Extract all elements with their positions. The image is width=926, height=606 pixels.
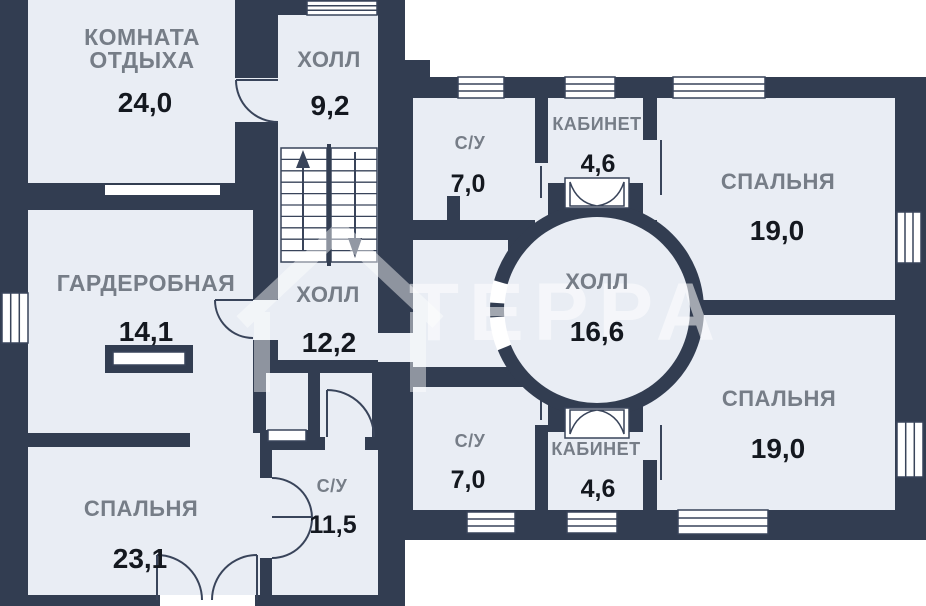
entry-opening — [160, 595, 255, 606]
door-arc — [326, 389, 375, 438]
doorway-closet — [325, 437, 365, 450]
wall-niche — [105, 185, 220, 195]
room-name-label: КОМНАТА — [84, 24, 200, 50]
wardrobe-cabinet — [105, 345, 193, 373]
room-area-label: 4,6 — [581, 150, 616, 178]
room-wardrobe — [28, 210, 253, 433]
room-name-label: СПАЛЬНЯ — [722, 386, 836, 411]
window — [896, 211, 922, 264]
room-area-label: 24,0 — [118, 87, 173, 118]
ring-opening — [489, 280, 509, 304]
room-name-label: СПАЛЬНЯ — [721, 169, 835, 194]
window — [566, 511, 618, 534]
room-bath-left — [272, 450, 378, 595]
room-area-label: 19,0 — [751, 433, 806, 464]
window — [564, 76, 616, 99]
room-bedroom-top-right — [657, 98, 895, 300]
interior-walls — [447, 196, 895, 315]
room-name-label: ХОЛЛ — [565, 269, 629, 294]
room-name-label: С/У — [317, 476, 348, 496]
room-name-label: КАБИНЕТ — [551, 439, 640, 459]
doorway-wardrobe — [253, 300, 278, 340]
room-name-label: СПАЛЬНЯ — [84, 496, 198, 521]
room-name-label: С/У — [455, 133, 486, 153]
doorway-bedroom-top — [643, 140, 657, 220]
room-area-label: 4,6 — [581, 475, 616, 503]
room-area-label: 7,0 — [451, 170, 486, 198]
window — [466, 511, 516, 534]
double-door-arc — [271, 477, 313, 559]
opening-hall-corridor — [378, 333, 413, 362]
window — [672, 76, 766, 99]
room-area-label: 11,5 — [309, 511, 356, 539]
closet-left — [266, 373, 308, 430]
doorway-lounge — [235, 78, 278, 122]
doorway-bedroom-bottom — [643, 390, 657, 460]
folding-door-bottom — [564, 407, 630, 439]
doors — [156, 79, 662, 601]
room-area-label: 16,6 — [570, 316, 625, 347]
room-name-label: ОТДЫХА — [89, 47, 194, 73]
room-study-top — [548, 98, 643, 183]
stair-stringer — [327, 144, 331, 266]
house-icon — [236, 219, 444, 392]
room-name-label: КАБИНЕТ — [552, 114, 641, 134]
passage-wardrobe-bedroom — [190, 433, 260, 447]
room-bath-bottom — [413, 387, 535, 510]
window — [306, 0, 378, 16]
entry-double-door — [156, 554, 258, 601]
stairs-down-arrow — [348, 152, 362, 258]
room-area-label: 14,1 — [119, 316, 174, 347]
room-area-label: 23,1 — [113, 543, 168, 574]
room-name-label: ГАРДЕРОБНАЯ — [57, 270, 236, 296]
room-bath-top — [413, 98, 535, 220]
room-area-label: 9,2 — [311, 90, 350, 121]
stairs-up-arrow — [296, 150, 310, 250]
room-area-label: 12,2 — [302, 327, 357, 358]
bedroom-divider-wall — [690, 300, 895, 315]
room-labels: КОМНАТА ОТДЫХА 24,0 ХОЛЛ 9,2 ГАРДЕРОБНАЯ… — [57, 24, 836, 574]
door-arc — [235, 79, 279, 123]
folding-door-top — [564, 177, 630, 209]
staircase — [280, 144, 378, 266]
threshold — [267, 429, 307, 442]
round-hall-ring — [489, 203, 704, 417]
room-study-bottom — [548, 432, 643, 510]
ring-opening — [489, 316, 512, 351]
room-area-label: 19,0 — [750, 215, 805, 246]
window — [457, 76, 505, 99]
room-name-label: С/У — [455, 431, 486, 451]
closet-right — [320, 373, 372, 437]
windows — [1, 0, 924, 535]
watermark-text: ТЕРРА — [409, 267, 725, 358]
room-area-label: 7,0 — [451, 466, 486, 494]
room-lounge — [28, 0, 235, 183]
room-name-label: ХОЛЛ — [297, 47, 361, 72]
door-arc — [214, 299, 254, 339]
room-bedroom-left — [28, 447, 260, 595]
window — [1, 292, 29, 344]
doorway-bath-left — [260, 478, 272, 558]
window — [896, 421, 924, 478]
room-name-label: ХОЛЛ — [296, 282, 360, 307]
watermark: ТЕРРА — [236, 219, 725, 392]
bath-top-stub — [447, 196, 460, 224]
window — [677, 509, 769, 535]
